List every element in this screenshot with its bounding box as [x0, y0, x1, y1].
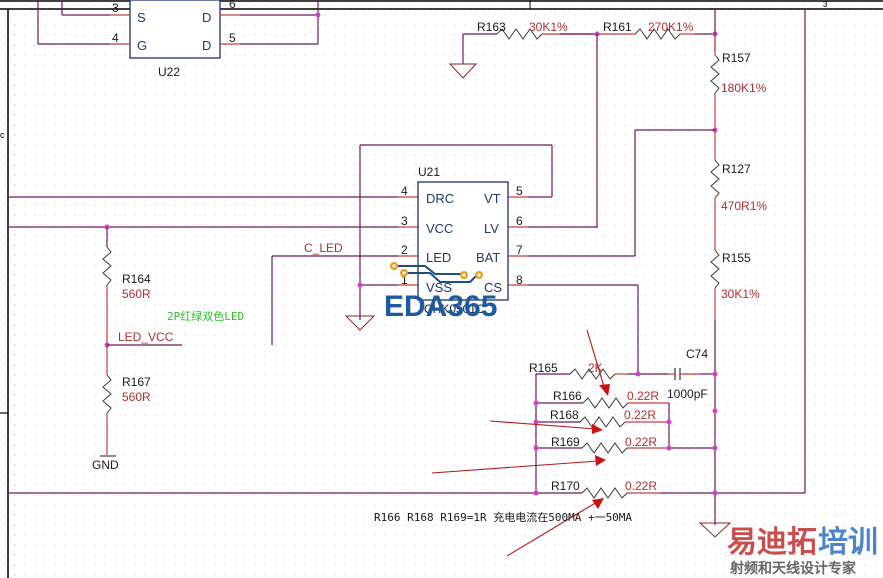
resistor-r169[interactable]: R169 0.22R: [551, 435, 657, 449]
u22-pin-s-label: S: [137, 10, 146, 25]
resistor-r164[interactable]: R164 560R: [122, 272, 151, 301]
resistor-r161[interactable]: R161 270K1%: [603, 20, 694, 34]
r164-value: 560R: [122, 287, 151, 301]
u21-pin-2-number: 2: [401, 243, 408, 257]
arrow-head-icon: [599, 384, 610, 396]
sheet-marker: 3: [823, 0, 828, 9]
arrow-head-icon: [595, 455, 606, 466]
u22-pin-g-label: G: [137, 38, 147, 53]
r165-value: 2K: [588, 361, 603, 375]
u22-pin-5-number: 5: [229, 31, 236, 45]
resistor-r166[interactable]: R166 0.22R: [553, 389, 659, 403]
arrow-head-icon: [592, 424, 603, 434]
resistor-r170[interactable]: R170 0.22R: [551, 479, 657, 493]
r170-value: 0.22R: [625, 479, 657, 493]
u22-pin-6-number: 6: [229, 0, 236, 11]
r164-ref: R164: [122, 272, 151, 286]
net-label-led-vcc[interactable]: LED_VCC: [118, 330, 174, 344]
capacitor-c74[interactable]: C74 1000pF: [667, 347, 708, 401]
u22-ref-label: U22: [158, 65, 180, 79]
resistor-r157[interactable]: R157 180K1%: [721, 51, 767, 95]
r163-value: 30K1%: [529, 20, 568, 34]
r168-value: 0.22R: [624, 408, 656, 422]
u22-pin-3-number: 3: [112, 1, 119, 15]
u21-pin-vss-label: VSS: [426, 280, 452, 295]
u21-pin-1-number: 1: [401, 273, 408, 287]
r127-ref: R127: [722, 162, 751, 176]
u22-pin-d1-label: D: [202, 10, 211, 25]
u21-pin-8-number: 8: [516, 273, 523, 287]
u21-pin-6-number: 6: [516, 214, 523, 228]
u21-pin-led-label: LED: [426, 250, 451, 265]
resistor-r168[interactable]: R168 0.22R: [550, 408, 656, 422]
arrow-head-icon: [592, 498, 604, 509]
led-divider: [100, 227, 182, 457]
resistor-r127[interactable]: R127 470R1%: [721, 162, 767, 213]
r157-value: 180K1%: [721, 81, 767, 95]
net-label-gnd[interactable]: GND: [92, 458, 119, 472]
u22-component[interactable]: 3 S 4 G 6 D 5 D U22: [37, 0, 321, 79]
brand-watermark: 易迪拓 培训 射频和天线设计专家: [727, 525, 878, 576]
r155-ref: R155: [722, 251, 751, 265]
r166-ref: R166: [553, 389, 582, 403]
led-note-annotation: 2P红绿双色LED: [167, 309, 244, 323]
brand-text-blue: 培训: [818, 525, 878, 559]
u22-pin-4-number: 4: [112, 31, 119, 45]
arrow-r166: [586, 329, 606, 391]
r165-ref: R165: [529, 361, 558, 375]
r167-value: 560R: [122, 390, 151, 404]
r163-ref: R163: [477, 20, 506, 34]
r127-value: 470R1%: [721, 199, 767, 213]
u21-pin-4-number: 4: [401, 184, 408, 198]
r170-ref: R170: [551, 479, 580, 493]
r169-value: 0.22R: [625, 435, 657, 449]
r155-value: 30K1%: [721, 287, 760, 301]
u21-part-number: CHK0501C: [424, 302, 485, 316]
charge-current-note: R166 R168 R169=1R 充电电流在500MA +一50MA: [374, 510, 632, 524]
u21-component[interactable]: U21 4 DRC 3 VCC 2 LED 1 VSS 5 VT 6 LV 7 …: [401, 165, 523, 316]
u21-pin-drc-label: DRC: [426, 191, 454, 206]
eda365-text: EDA365: [384, 290, 497, 323]
u21-pin-3-number: 3: [401, 214, 408, 228]
border-mark: c: [0, 130, 5, 140]
u21-pin-7-number: 7: [516, 243, 523, 257]
c74-value: 1000pF: [667, 387, 708, 401]
brand-subtitle: 射频和天线设计专家: [729, 560, 857, 576]
r169-ref: R169: [551, 435, 580, 449]
r157-ref: R157: [722, 51, 751, 65]
net-label-c-led[interactable]: C_LED: [304, 241, 343, 255]
c74-ref: C74: [686, 347, 708, 361]
u22-pin-d2-label: D: [202, 38, 211, 53]
annotation-arrows: [431, 329, 610, 557]
resistor-r155[interactable]: R155 30K1%: [721, 251, 760, 301]
arrow-r170: [506, 501, 598, 557]
r161-ref: R161: [603, 20, 632, 34]
r167-ref: R167: [122, 375, 151, 389]
u21-pin-vcc-label: VCC: [426, 221, 453, 236]
sense-network-wiring: [8, 368, 805, 538]
r166-value: 0.22R: [627, 389, 659, 403]
u21-pin-5-number: 5: [516, 184, 523, 198]
pcb-trace-icon: [390, 262, 483, 283]
u21-pin-cs-label: CS: [484, 280, 502, 295]
brand-text-red: 易迪拓: [727, 526, 817, 559]
u21-wiring: [8, 144, 639, 374]
resistor-r167[interactable]: R167 560R: [122, 375, 151, 404]
arrow-r169: [431, 460, 599, 474]
r161-value: 270K1%: [648, 20, 694, 34]
u21-pin-vt-label: VT: [484, 191, 501, 206]
resistor-r163[interactable]: R163 30K1%: [477, 20, 568, 34]
u21-ref-label: U21: [418, 165, 440, 179]
u21-pin-bat-label: BAT: [476, 250, 500, 265]
eda365-watermark: EDA365: [384, 262, 497, 323]
u21-pin-lv-label: LV: [484, 221, 499, 236]
r168-ref: R168: [550, 408, 579, 422]
arrow-r168: [489, 420, 597, 430]
